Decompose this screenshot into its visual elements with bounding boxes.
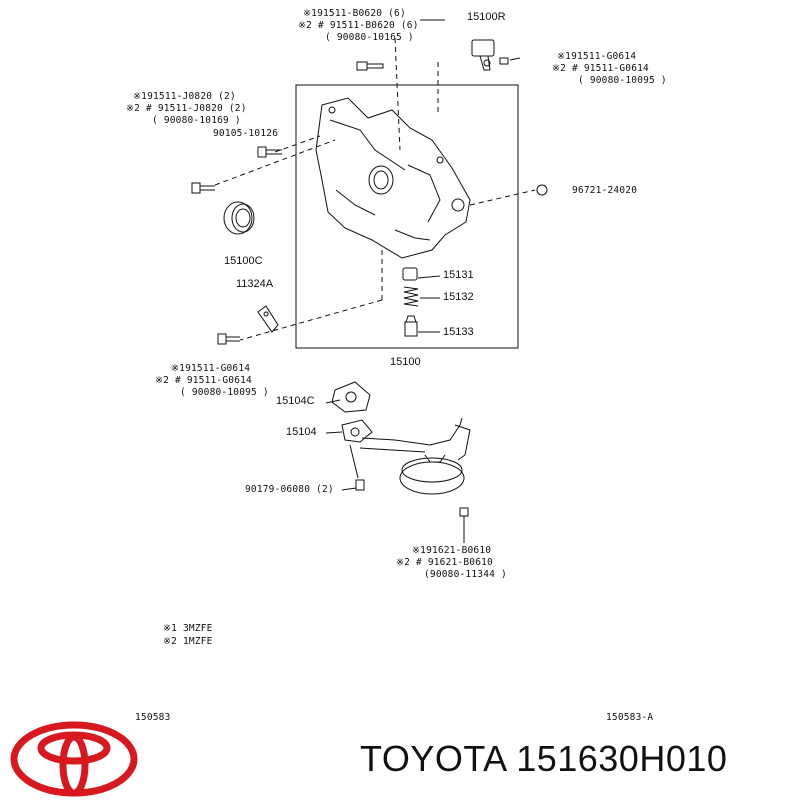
strainer-bolt-icon	[459, 507, 469, 530]
strainer-bolt-line-3: (90080-11344 )	[424, 569, 507, 580]
reference-code-right: 150583-A	[606, 712, 654, 723]
o-ring-label: 96721-24020	[572, 185, 638, 196]
relief-spring-icon	[403, 286, 419, 307]
reference-code-left: 150583	[135, 712, 171, 723]
bracket-label: 11324A	[236, 278, 274, 290]
bottom-bolt-line-3: ( 90080-10095 )	[180, 387, 269, 398]
sensor-bolt-line-1: ※191511-G0614	[557, 51, 637, 62]
bracket-icon	[257, 305, 279, 333]
brand-part-number: TOYOTA 151630H010	[360, 738, 728, 779]
stud-bolt-label: 90105-10126	[213, 128, 279, 139]
top-bolt-line-3: ( 90080-10165 )	[325, 32, 414, 43]
left-bolt-line-1: ※191511-J0820 (2)	[133, 91, 236, 102]
strainer-label: 15104	[286, 426, 317, 438]
sensor-icon	[471, 39, 509, 71]
seal-label: 15100C	[224, 255, 263, 267]
relief-spring-label: 15132	[443, 291, 474, 303]
top-bolt-line-1: ※191511-B0620 (6)	[303, 8, 406, 19]
oil-seal-icon	[223, 201, 255, 235]
left-bolt-line-2: ※2 # 91511-J0820 (2)	[126, 103, 247, 114]
relief-plug-icon	[402, 267, 418, 281]
bottom-bolt-icon	[217, 333, 240, 345]
sensor-bolt-line-3: ( 90080-10095 )	[578, 75, 667, 86]
sensor-bolt-line-2: ※2 # 91511-G0614	[552, 63, 649, 74]
pump-assembly-label: 15100	[390, 356, 421, 368]
sensor-part-label: 15100R	[467, 11, 506, 23]
relief-valve-icon	[404, 315, 418, 337]
bottom-bolt-line-1: ※191511-G0614	[171, 363, 251, 374]
relief-valve-label: 15133	[443, 326, 474, 338]
strainer-bolt-line-1: ※191621-B0610	[412, 545, 492, 556]
engine-note-2: ※2 1MZFE	[163, 636, 213, 647]
oil-pump-body-icon	[315, 97, 471, 259]
oil-strainer-icon	[341, 417, 471, 495]
top-bolt-icon	[356, 61, 384, 71]
gasket-icon	[331, 381, 371, 413]
bottom-bolt-line-2: ※2 # 91511-G0614	[155, 375, 252, 386]
nut-label: 90179-06080 (2)	[245, 484, 334, 495]
strainer-bolt-line-2: ※2 # 91621-B0610	[396, 557, 493, 568]
o-ring-icon	[536, 184, 548, 196]
engine-note-1: ※1 3MZFE	[163, 623, 213, 634]
exploded-parts-diagram	[191, 19, 548, 543]
top-bolt-line-2: ※2 # 91511-B0620 (6)	[298, 20, 419, 31]
stud-bolt-icon	[257, 146, 282, 158]
left-bolt-line-3: ( 90080-10169 )	[152, 115, 241, 126]
left-bolt-icon	[191, 182, 215, 194]
gasket-label: 15104C	[276, 395, 315, 407]
relief-plug-label: 15131	[443, 269, 474, 281]
toyota-logo-icon	[10, 721, 138, 797]
pump-assembly-frame	[295, 84, 519, 349]
